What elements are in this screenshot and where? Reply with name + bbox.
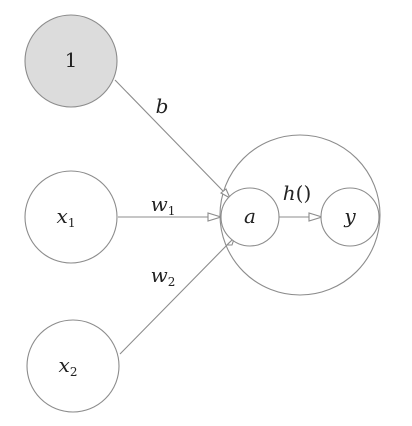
x1-node-label: x1 <box>57 204 76 230</box>
a-node <box>220 187 280 247</box>
x2-node <box>26 319 120 413</box>
arrowhead-a-to-y <box>308 212 324 222</box>
edge-x2-to-a <box>119 241 231 355</box>
edge-label-w2: w2 <box>151 263 176 289</box>
x1-node-subscript: 1 <box>68 216 76 230</box>
x2-node-letter: x <box>59 353 70 377</box>
h-letter: h <box>283 181 296 205</box>
bias-node-label: 1 <box>65 48 78 72</box>
arrowhead-x1 <box>207 212 223 222</box>
x1-node <box>24 170 118 264</box>
x1-node-letter: x <box>57 204 68 228</box>
x2-node-subscript: 2 <box>70 365 78 379</box>
x2-node-label: x2 <box>59 353 78 379</box>
arrowhead-bias <box>220 188 232 200</box>
w2-subscript: 2 <box>168 275 176 289</box>
y-node <box>320 187 380 247</box>
edge-bias-to-a <box>114 79 224 192</box>
w2-letter: w <box>151 263 168 287</box>
h-parens: () <box>296 181 312 205</box>
y-node-label: y <box>343 204 356 228</box>
neuron-outer-circle <box>219 134 381 296</box>
w1-subscript: 1 <box>168 204 176 218</box>
edge-label-b: b <box>156 94 169 118</box>
bias-node <box>24 14 118 108</box>
edge-label-h: h() <box>283 181 312 205</box>
w1-letter: w <box>151 192 168 216</box>
edge-label-w1: w1 <box>151 192 176 218</box>
a-node-label: a <box>244 204 256 228</box>
